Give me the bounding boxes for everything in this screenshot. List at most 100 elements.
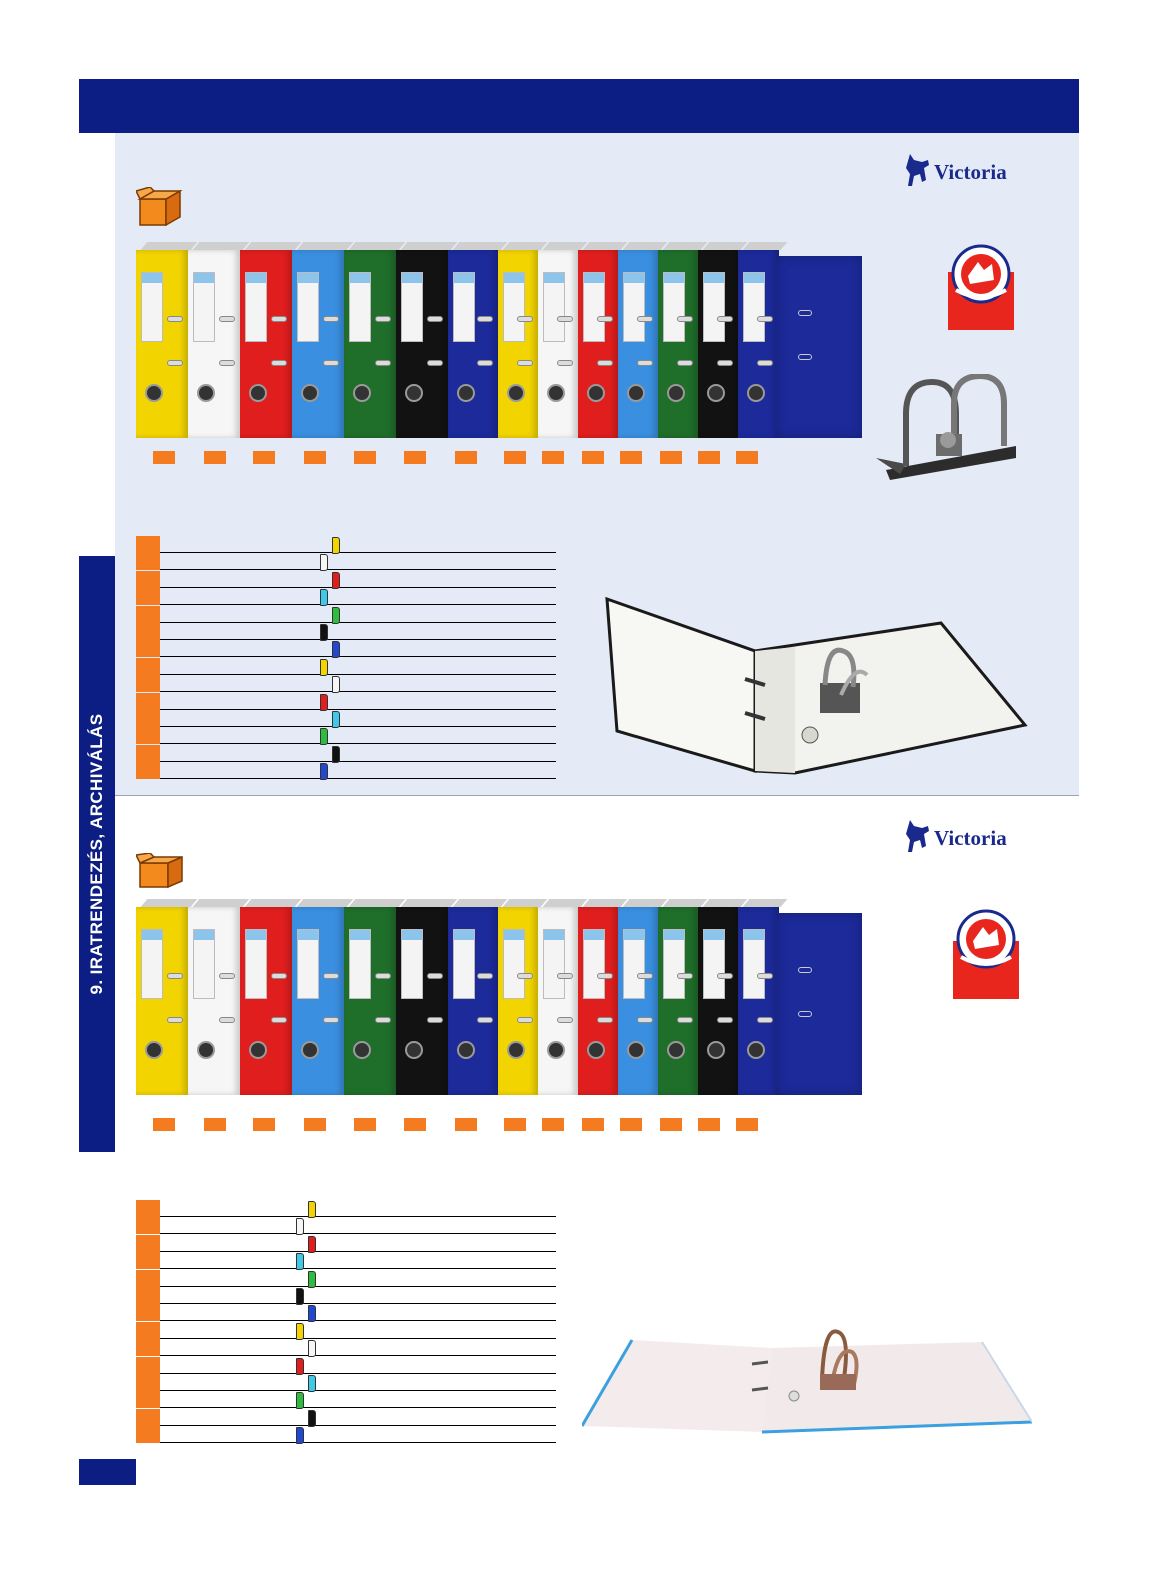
color-code-swatch bbox=[582, 1118, 604, 1131]
binder-spine bbox=[498, 899, 548, 1095]
binder-spine bbox=[618, 242, 668, 438]
row-number-cell bbox=[136, 588, 160, 606]
row-number-cell bbox=[136, 623, 160, 640]
shipping-box-icon bbox=[134, 852, 186, 894]
row-number-cell bbox=[136, 744, 160, 762]
row-number-cell bbox=[136, 1234, 160, 1252]
color-code-swatch bbox=[698, 1118, 720, 1131]
binder-spine bbox=[188, 899, 250, 1095]
binder-spine bbox=[344, 899, 406, 1095]
binder-color-range bbox=[136, 899, 862, 1103]
mini-binder-icon bbox=[320, 728, 328, 746]
finger-hole bbox=[667, 384, 685, 402]
finger-hole bbox=[667, 1041, 685, 1059]
spine-label bbox=[297, 929, 319, 999]
row-number-cell bbox=[136, 1356, 160, 1374]
finger-hole bbox=[197, 1041, 215, 1059]
spine-label bbox=[245, 272, 267, 342]
finger-hole bbox=[301, 1041, 319, 1059]
color-code-swatch bbox=[620, 451, 642, 464]
open-binder-image bbox=[580, 1322, 1033, 1442]
spec-table-row bbox=[136, 727, 556, 746]
binder-spine bbox=[396, 899, 458, 1095]
spine-label bbox=[349, 272, 371, 342]
binder-spine bbox=[698, 899, 748, 1095]
mini-binder-icon bbox=[308, 1305, 316, 1323]
spine-label bbox=[543, 929, 565, 999]
horse-icon bbox=[906, 154, 929, 186]
mini-binder-icon bbox=[308, 1235, 316, 1253]
spine-label bbox=[543, 272, 565, 342]
guarantee-seal-icon bbox=[948, 234, 1014, 330]
binder-color-range bbox=[136, 242, 862, 446]
finger-hole bbox=[249, 1041, 267, 1059]
spec-table-row bbox=[136, 605, 556, 624]
row-number-cell bbox=[136, 1339, 160, 1357]
spec-table-row bbox=[136, 692, 556, 711]
row-number-cell bbox=[136, 605, 160, 623]
spec-table-row bbox=[136, 1426, 556, 1445]
finger-hole bbox=[249, 384, 267, 402]
color-code-swatch bbox=[504, 451, 526, 464]
row-number-cell bbox=[136, 536, 160, 553]
color-code-swatch bbox=[153, 1118, 175, 1131]
spec-table-row bbox=[136, 744, 556, 763]
spine-label bbox=[703, 929, 725, 999]
color-code-swatch bbox=[620, 1118, 642, 1131]
spine-label bbox=[401, 929, 423, 999]
spine-label bbox=[297, 272, 319, 342]
finger-hole bbox=[145, 1041, 163, 1059]
spec-table bbox=[136, 536, 556, 786]
spine-label bbox=[663, 272, 685, 342]
spec-table-row bbox=[136, 762, 556, 781]
mini-binder-icon bbox=[308, 1201, 316, 1218]
spine-label bbox=[623, 272, 645, 342]
color-code-swatch bbox=[542, 1118, 564, 1131]
binder-spine bbox=[738, 899, 788, 1095]
spine-label bbox=[245, 929, 267, 999]
row-number-cell bbox=[136, 1391, 160, 1409]
row-number-cell bbox=[136, 727, 160, 745]
binder-spine bbox=[292, 242, 354, 438]
spec-table-row bbox=[136, 640, 556, 659]
spec-table-row bbox=[136, 623, 556, 641]
spec-table-row bbox=[136, 1356, 556, 1375]
color-code-swatch bbox=[660, 451, 682, 464]
binder-spine bbox=[738, 242, 788, 438]
color-code-swatch bbox=[304, 451, 326, 464]
spine-label bbox=[503, 272, 525, 342]
mini-binder-icon bbox=[296, 1322, 304, 1340]
row-number-cell bbox=[136, 1374, 160, 1391]
spine-label bbox=[193, 272, 215, 342]
mini-binder-icon bbox=[332, 571, 340, 589]
color-code-swatch bbox=[354, 451, 376, 464]
binder-spine bbox=[658, 242, 708, 438]
color-code-swatch bbox=[304, 1118, 326, 1131]
row-number-cell bbox=[136, 1252, 160, 1270]
row-number-cell bbox=[136, 1321, 160, 1339]
row-number-cell bbox=[136, 570, 160, 588]
binder-spine bbox=[136, 899, 198, 1095]
mini-binder-icon bbox=[308, 1270, 316, 1288]
section-header-bar bbox=[79, 79, 1079, 133]
finger-hole bbox=[747, 1041, 765, 1059]
color-code-swatch bbox=[404, 1118, 426, 1131]
mini-binder-icon bbox=[296, 1357, 304, 1375]
brand-name: Victoria bbox=[934, 825, 1007, 850]
spec-table-row bbox=[136, 1321, 556, 1340]
spine-label bbox=[623, 929, 645, 999]
spine-label bbox=[401, 272, 423, 342]
spec-table-row bbox=[136, 1217, 556, 1236]
finger-hole bbox=[547, 384, 565, 402]
binder-spine bbox=[658, 899, 708, 1095]
finger-hole bbox=[587, 1041, 605, 1059]
color-code-swatch bbox=[253, 1118, 275, 1131]
spec-table-row bbox=[136, 1252, 556, 1271]
horse-icon bbox=[906, 820, 929, 852]
color-code-swatch bbox=[660, 1118, 682, 1131]
color-code-swatch bbox=[253, 451, 275, 464]
finger-hole bbox=[405, 384, 423, 402]
mini-binder-icon bbox=[332, 676, 340, 694]
finger-hole bbox=[457, 1041, 475, 1059]
mini-binder-icon bbox=[332, 745, 340, 763]
